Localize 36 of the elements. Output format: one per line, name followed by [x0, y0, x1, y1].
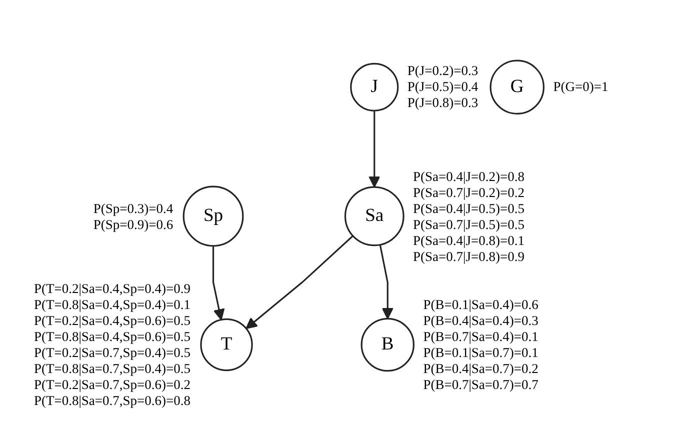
probability-text: P(J=0.5)=0.4	[407, 79, 478, 96]
variable-node: T	[200, 318, 252, 372]
probability-text: P(G=0)=1	[553, 79, 608, 96]
probability-text: P(Sa=0.4|J=0.5)=0.5	[413, 200, 524, 216]
probability-text: P(B=0.1|Sa=0.4)=0.6	[423, 297, 538, 314]
probability-text: P(T=0.8|Sa=0.4,Sp=0.4)=0.1	[34, 297, 190, 314]
probability-text: P(T=0.2|Sa=0.4,Sp=0.6)=0.5	[34, 313, 190, 330]
probability-text: P(Sa=0.7|J=0.5)=0.5	[413, 216, 524, 232]
variable-node: B	[360, 318, 414, 372]
probability-text: P(T=0.2|Sa=0.7,Sp=0.6)=0.2	[34, 377, 190, 394]
probability-text: P(Sa=0.7|J=0.2)=0.2	[413, 184, 524, 200]
arrow	[212, 246, 224, 321]
probability-text: P(B=0.7|Sa=0.4)=0.1	[423, 329, 538, 346]
arrow	[368, 110, 380, 188]
probability-text: P(B=0.1|Sa=0.7)=0.1	[423, 345, 538, 362]
probability-text: P(Sa=0.4|J=0.2)=0.8	[413, 168, 524, 184]
probability-text: P(Sp=0.3)=0.4	[93, 200, 174, 216]
probability-text: P(B=0.4|Sa=0.4)=0.3	[423, 313, 538, 330]
variable-node: Sp	[182, 186, 244, 247]
probability-text: P(T=0.8|Sa=0.4,Sp=0.6)=0.5	[34, 329, 190, 346]
probability-text: P(T=0.2|Sa=0.7,Sp=0.4)=0.5	[34, 345, 190, 362]
probability-text: P(Sa=0.7|J=0.8)=0.9	[413, 248, 524, 264]
probability-text: P(T=0.2|Sa=0.4,Sp=0.4)=0.9	[34, 281, 190, 298]
variable-node: Sa	[344, 186, 404, 246]
probability-text: P(Sp=0.9)=0.6	[93, 216, 174, 232]
probability-text: P(B=0.4|Sa=0.7)=0.2	[423, 361, 538, 378]
arrow	[378, 244, 393, 320]
variable-node: J	[350, 63, 398, 112]
probability-text: P(J=0.8)=0.3	[407, 95, 478, 112]
probability-text: P(T=0.8|Sa=0.7,Sp=0.6)=0.8	[34, 393, 190, 410]
variable-node: G	[489, 60, 544, 115]
arrow	[245, 236, 353, 330]
probability-text: P(T=0.8|Sa=0.7,Sp=0.4)=0.5	[34, 361, 190, 378]
probability-text: P(J=0.2)=0.3	[407, 63, 478, 80]
probability-text: P(Sa=0.4|J=0.8)=0.1	[413, 232, 524, 248]
probability-text: P(B=0.7|Sa=0.7)=0.7	[423, 377, 538, 394]
